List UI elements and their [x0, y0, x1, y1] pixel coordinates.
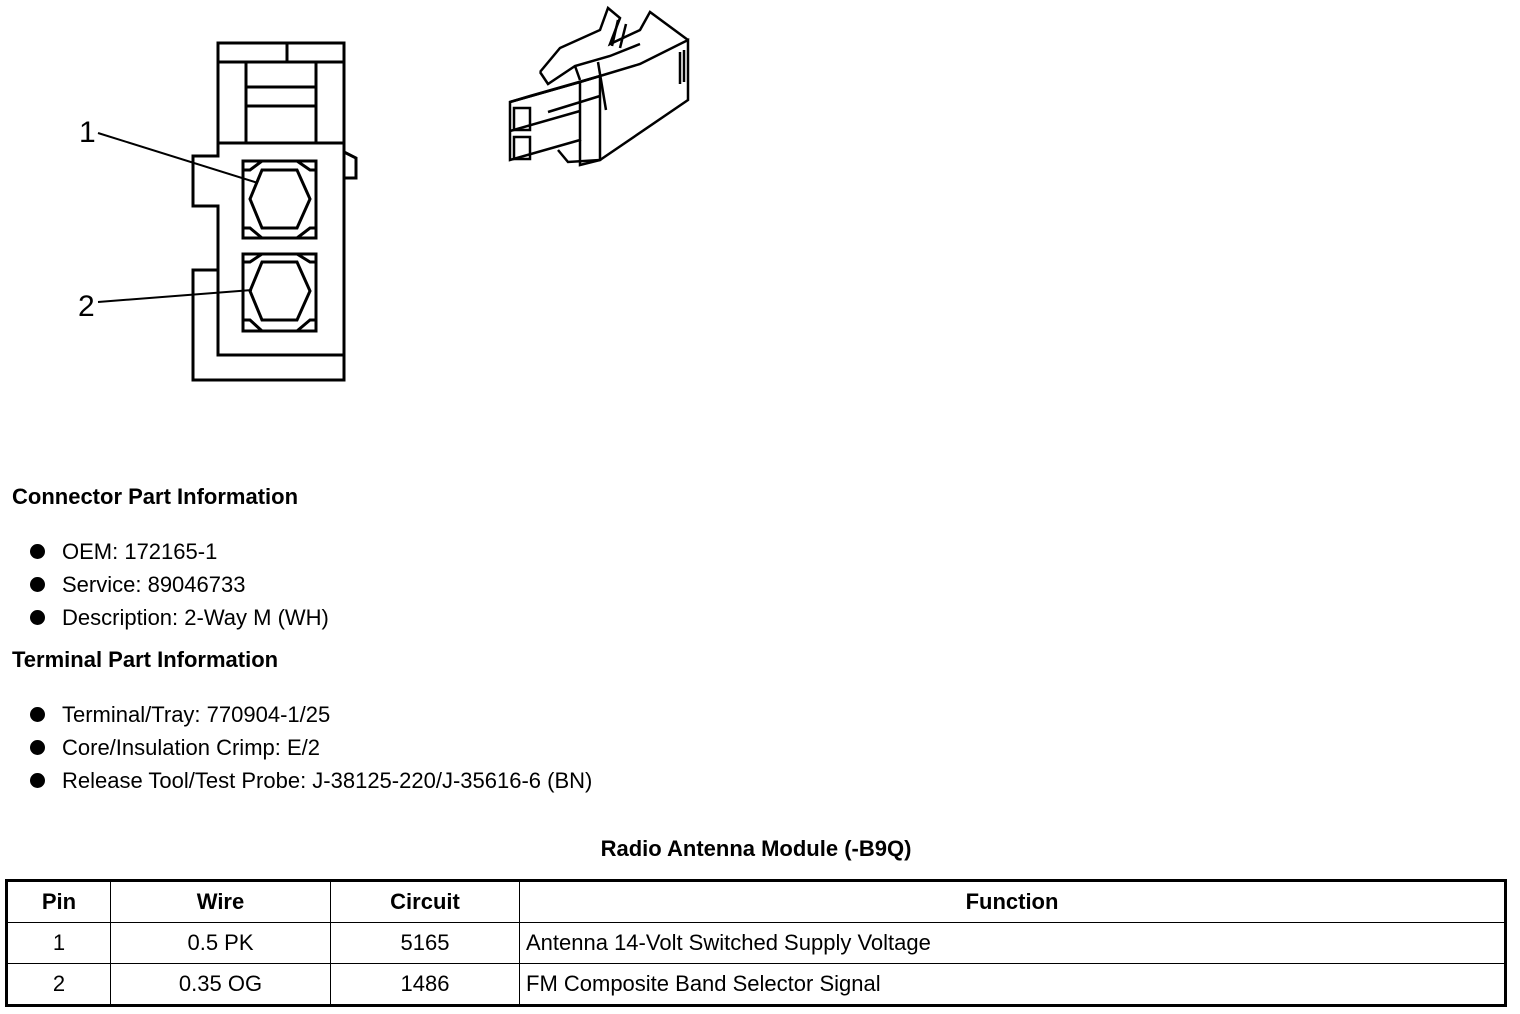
cell-pin: 2 — [6, 963, 111, 1006]
leader-line-2 — [97, 289, 253, 303]
connector-diagram: 1 2 — [78, 5, 690, 382]
bullet-icon — [30, 610, 45, 625]
connector-info-heading: Connector Part Information — [12, 484, 299, 509]
header-wire: Wire — [110, 880, 331, 923]
bullet-icon — [30, 707, 45, 722]
list-item: Core/Insulation Crimp: E/2 — [28, 731, 592, 764]
cell-wire: 0.5 PK — [110, 922, 331, 964]
list-item: Terminal/Tray: 770904-1/25 — [28, 698, 592, 731]
connector-info-list: OEM: 172165-1 Service: 89046733 Descript… — [28, 535, 329, 634]
bullet-icon — [30, 773, 45, 788]
header-pin: Pin — [6, 880, 111, 923]
cell-circuit: 5165 — [330, 922, 520, 964]
cell-circuit: 1486 — [330, 963, 520, 1006]
table-row: 2 0.35 OG 1486 FM Composite Band Selecto… — [6, 963, 1506, 1006]
header-function: Function — [519, 880, 1506, 923]
table-header-row: Pin Wire Circuit Function — [6, 880, 1506, 923]
pin-label-2: 2 — [78, 290, 95, 323]
leader-line-1 — [97, 132, 259, 184]
header-circuit: Circuit — [330, 880, 520, 923]
cell-wire: 0.35 OG — [110, 963, 331, 1006]
connector-isometric-view — [508, 5, 690, 167]
cell-function: FM Composite Band Selector Signal — [519, 963, 1506, 1006]
cell-pin: 1 — [6, 922, 111, 964]
terminal-info-list: Terminal/Tray: 770904-1/25 Core/Insulati… — [28, 698, 592, 797]
pin-label-1: 1 — [79, 116, 96, 149]
bullet-icon — [30, 544, 45, 559]
pinout-table: Pin Wire Circuit Function 1 0.5 PK 5165 … — [5, 879, 1507, 1007]
table-row: 1 0.5 PK 5165 Antenna 14-Volt Switched S… — [6, 922, 1506, 964]
cell-function: Antenna 14-Volt Switched Supply Voltage — [519, 922, 1506, 964]
cavity-2 — [241, 252, 318, 333]
bullet-icon — [30, 577, 45, 592]
list-item: Description: 2-Way M (WH) — [28, 601, 329, 634]
list-item: OEM: 172165-1 — [28, 535, 329, 568]
bullet-icon — [30, 740, 45, 755]
terminal-info-heading: Terminal Part Information — [12, 647, 279, 672]
list-item: Release Tool/Test Probe: J-38125-220/J-3… — [28, 764, 592, 797]
list-item: Service: 89046733 — [28, 568, 329, 601]
cavity-1 — [241, 159, 318, 240]
connector-face-view — [191, 41, 358, 382]
table-title: Radio Antenna Module (-B9Q) — [600, 836, 912, 861]
